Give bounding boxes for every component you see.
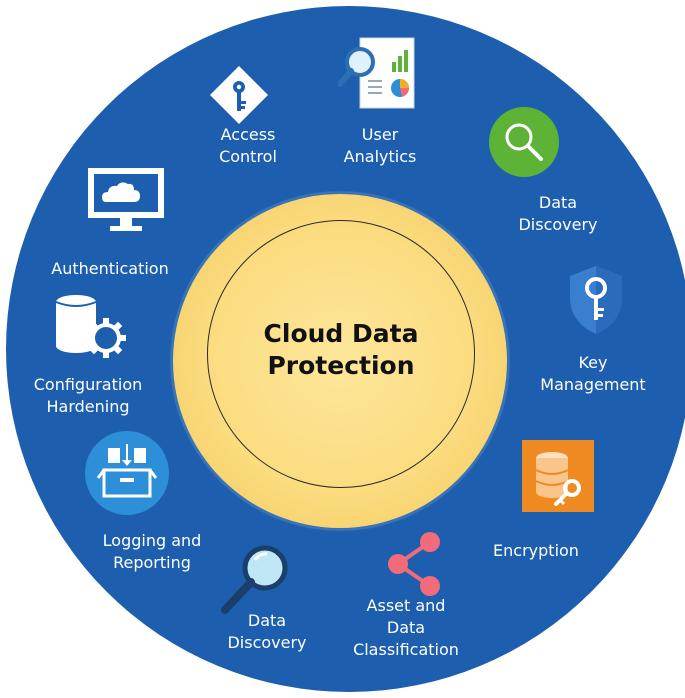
- item-label-configuration-hardening: Configuration Hardening: [33, 375, 143, 416]
- item-label-user-analytics: User Analytics: [343, 125, 417, 166]
- item-label-encryption: Encryption: [493, 541, 579, 560]
- magnifier-icon: [215, 540, 295, 620]
- share-nodes-icon: [384, 530, 444, 598]
- center-inner-outline: [207, 220, 475, 488]
- item-label-key-management: Key Management: [540, 353, 646, 394]
- center-title: Cloud Data Protection: [263, 319, 419, 380]
- item-label-access-control: Access Control: [219, 125, 277, 166]
- database-gear-icon: [52, 292, 132, 364]
- logging-box-icon: [84, 430, 170, 516]
- item-label-data-discovery-top: Data Discovery: [518, 193, 598, 234]
- item-label-asset-data-classification: Asset and Data Classification: [353, 596, 459, 659]
- key-shield-icon: [566, 264, 626, 336]
- analytics-report-icon: [337, 34, 418, 114]
- item-label-authentication: Authentication: [51, 259, 169, 278]
- item-label-logging-reporting: Logging and Reporting: [102, 531, 202, 572]
- database-key-icon: [522, 440, 594, 512]
- cloud-monitor-icon: [86, 166, 166, 234]
- key-diamond-icon: [208, 64, 270, 126]
- item-label-data-discovery-bottom: Data Discovery: [227, 611, 307, 652]
- magnifier-circle-icon: [488, 106, 560, 178]
